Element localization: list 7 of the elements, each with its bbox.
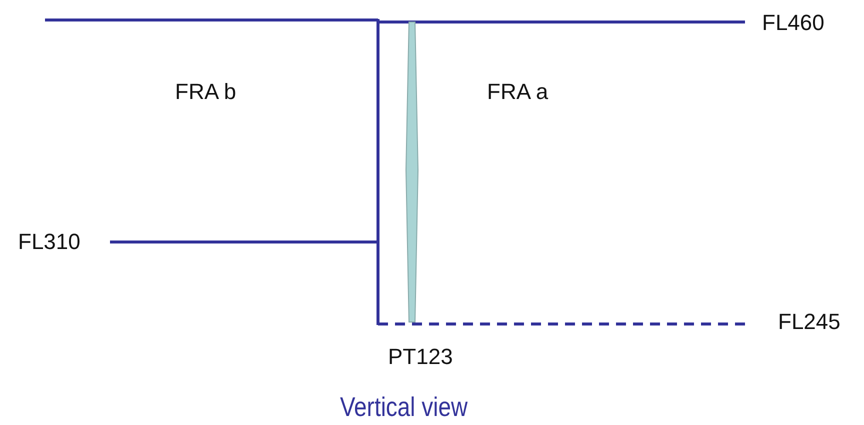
waypoint-label: PT123 bbox=[388, 346, 453, 368]
flight-level-label: FL245 bbox=[778, 311, 840, 333]
airspace-label: FRA b bbox=[175, 81, 236, 103]
diagram-caption: Vertical view bbox=[340, 394, 468, 421]
airspace-label: FRA a bbox=[487, 81, 548, 103]
flight-level-label: FL310 bbox=[18, 231, 80, 253]
flight-level-label: FL460 bbox=[762, 12, 824, 34]
